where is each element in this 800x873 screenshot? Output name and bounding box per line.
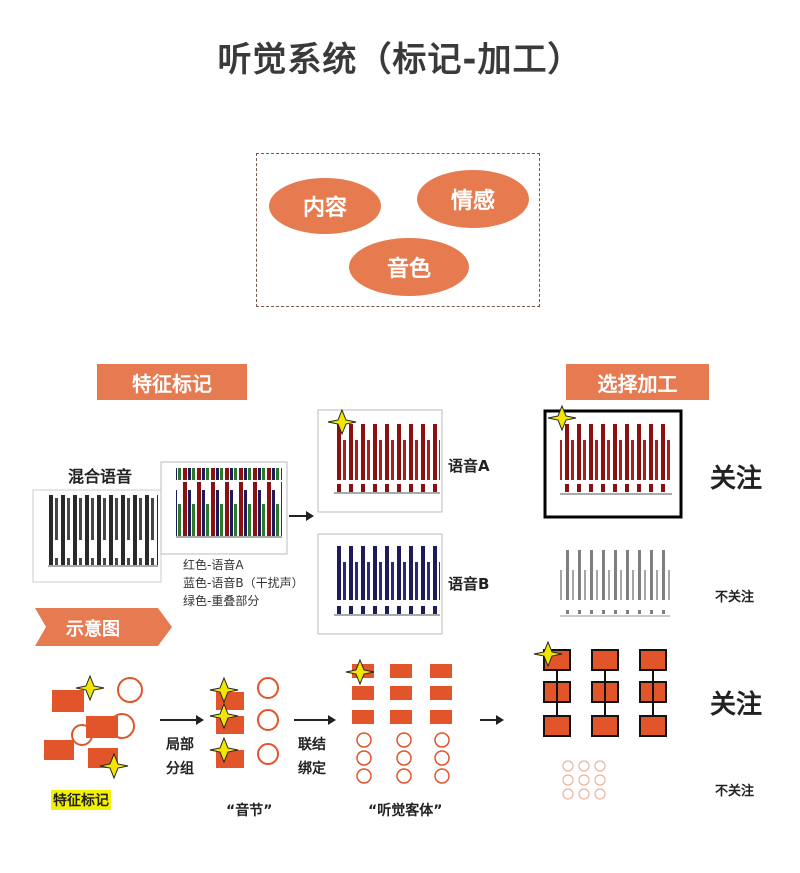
arrow-binding xyxy=(294,715,336,725)
concept-emotion: 情感 xyxy=(417,170,529,228)
star-icon xyxy=(327,408,357,436)
attend-label-bottom: 关注 xyxy=(710,690,763,720)
speech-a-spectrogram xyxy=(317,409,443,513)
selected-object xyxy=(543,649,667,737)
arrow-to-selection xyxy=(480,715,504,725)
concept-content: 内容 xyxy=(269,178,381,234)
connect-label: 联结 xyxy=(298,737,326,753)
mixed-spectrogram xyxy=(32,489,162,583)
auditory-object-caption: “听觉客体” xyxy=(368,803,443,819)
star-icon xyxy=(533,640,563,668)
binding-label: 绑定 xyxy=(298,761,326,777)
ignored-spectrogram xyxy=(548,534,674,634)
star-icon xyxy=(99,752,129,780)
legend-blue: 蓝色-语音B（干扰声） xyxy=(183,576,304,590)
colored-spectrogram xyxy=(160,461,288,555)
grouping-label: 分组 xyxy=(166,761,194,777)
local-label: 局部 xyxy=(166,737,194,753)
speech-a-label: 语音A xyxy=(448,457,490,475)
feature-marking-banner: 特征标记 xyxy=(97,364,247,400)
legend-green: 绿色-重叠部分 xyxy=(183,594,260,608)
star-icon xyxy=(209,676,239,704)
star-icon xyxy=(547,404,577,432)
mixed-speech-label: 混合语音 xyxy=(68,467,133,486)
star-icon xyxy=(209,702,239,730)
speech-b-spectrogram xyxy=(317,533,443,635)
concept-timbre: 音色 xyxy=(349,238,469,296)
star-icon xyxy=(345,658,375,686)
ignore-label-top: 不关注 xyxy=(715,590,755,605)
star-icons xyxy=(75,404,577,780)
legend-red: 红色-语音A xyxy=(183,558,244,572)
schematic-banner-label: 示意图 xyxy=(66,619,120,640)
concept-box: 内容 情感 音色 xyxy=(256,153,540,307)
syllable-caption: “音节” xyxy=(226,803,273,819)
attended-spectrogram xyxy=(543,409,683,519)
schematic-banner-shape xyxy=(35,608,172,646)
selective-processing-banner: 选择加工 xyxy=(566,364,709,400)
speech-b-label: 语音B xyxy=(448,575,490,593)
arrow-to-separated xyxy=(289,511,314,521)
star-icon xyxy=(209,736,239,764)
auditory-object xyxy=(352,664,452,784)
page-title: 听觉系统（标记-加工） xyxy=(217,40,583,80)
ignore-label-bottom: 不关注 xyxy=(715,784,755,799)
arrow-local-grouping xyxy=(160,715,204,725)
star-icon xyxy=(75,674,105,702)
ignored-object xyxy=(562,760,606,800)
feature-marker-caption: 特征标记 xyxy=(51,790,111,810)
attend-label-top: 关注 xyxy=(710,464,763,494)
